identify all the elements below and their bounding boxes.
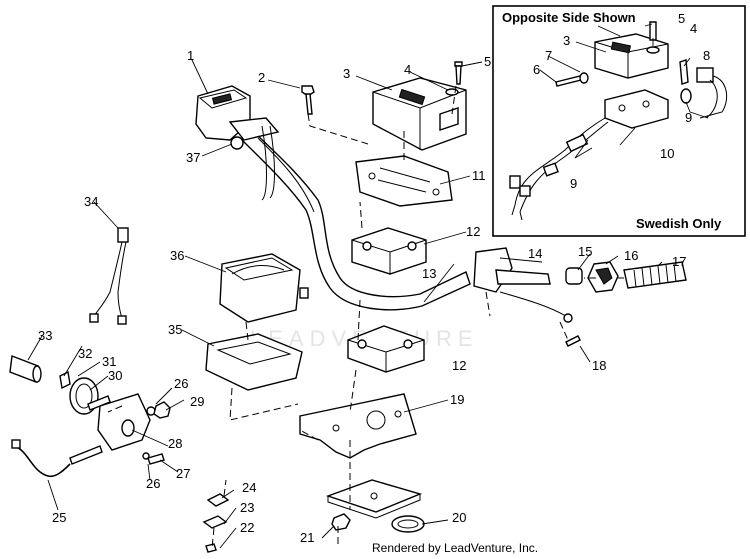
callout-26-lower: 26 <box>146 476 160 491</box>
inset-callout-3: 3 <box>563 33 570 48</box>
callout-16: 16 <box>624 248 638 263</box>
inset-wiring <box>509 117 609 221</box>
callout-17: 17 <box>672 254 686 269</box>
callout-32: 32 <box>78 346 92 361</box>
callout-15: 15 <box>578 244 592 259</box>
hose-clamp <box>391 515 425 533</box>
callout-37: 37 <box>186 150 200 165</box>
master-cylinder <box>195 85 280 201</box>
cover-screw <box>454 61 463 85</box>
inset-footer: Swedish Only <box>636 216 722 231</box>
inset-callout-5: 5 <box>678 11 685 26</box>
inset-callout-4: 4 <box>690 21 697 36</box>
mount-bracket <box>299 393 417 459</box>
indicator-harness <box>89 227 129 325</box>
callout-13: 13 <box>422 266 436 281</box>
throttle-control <box>473 247 573 323</box>
callout-31: 31 <box>102 354 116 369</box>
spacer-washer <box>202 515 228 529</box>
speedometer-cup <box>205 333 303 391</box>
handlebar-grip <box>623 261 687 289</box>
handlebar-cover <box>372 77 467 151</box>
callout-27: 27 <box>176 466 190 481</box>
callout-26-upper: 26 <box>174 376 188 391</box>
callout-4: 4 <box>404 62 411 77</box>
callout-11: 11 <box>472 168 486 183</box>
callout-30: 30 <box>108 368 122 383</box>
small-bolt <box>205 543 217 553</box>
render-credit: Rendered by LeadVenture, Inc. <box>372 541 539 555</box>
lamp-body <box>9 355 42 383</box>
callout-28: 28 <box>168 436 182 451</box>
callout-22: 22 <box>240 520 254 535</box>
lower-clamp <box>347 325 425 373</box>
speedometer <box>219 253 309 323</box>
callout-14: 14 <box>528 246 542 261</box>
cable-end <box>11 439 21 449</box>
callout-12-upper: 12 <box>466 224 480 239</box>
inset-callout-8: 8 <box>703 48 710 63</box>
inset-screw-2 <box>679 59 689 85</box>
inset-washer-small <box>579 72 589 84</box>
callout-2: 2 <box>258 70 265 85</box>
inset-bolt <box>649 21 657 41</box>
upper-clamp <box>351 227 427 275</box>
callout-20: 20 <box>452 510 466 525</box>
inset-callout-6: 6 <box>533 62 540 77</box>
callout-23: 23 <box>240 500 254 515</box>
grip-housing <box>587 261 619 293</box>
speedo-bracket <box>69 393 151 465</box>
speedo-cable <box>13 445 71 478</box>
callout-5: 5 <box>484 54 491 69</box>
inset-callout-9-left: 9 <box>570 176 577 191</box>
callout-19: 19 <box>450 392 464 407</box>
inset-washer <box>646 46 660 54</box>
inset-handlebar-cover <box>594 33 669 79</box>
callout-25: 25 <box>52 510 66 525</box>
callout-33: 33 <box>38 328 52 343</box>
callout-35: 35 <box>168 322 182 337</box>
bracket-nut <box>153 401 171 419</box>
base-plate <box>325 479 423 519</box>
callout-1: 1 <box>187 48 194 63</box>
callout-18: 18 <box>592 358 606 373</box>
cover-plate <box>355 155 453 207</box>
lower-screw <box>147 453 165 465</box>
callout-24: 24 <box>242 480 256 495</box>
callout-36: 36 <box>170 248 184 263</box>
callout-21: 21 <box>300 530 314 545</box>
inset-switch <box>680 67 728 119</box>
lamp-screw <box>87 395 111 411</box>
inset-callout-10: 10 <box>660 146 674 161</box>
mount-nut <box>331 513 351 531</box>
inset-panel: Opposite Side Shown Swedish Only <box>492 5 746 237</box>
inset-callout-9-right: 9 <box>685 110 692 125</box>
callout-34: 34 <box>84 194 98 209</box>
cover-bolt <box>301 85 315 115</box>
grip-spacer <box>565 267 583 285</box>
callout-12-lower: 12 <box>452 358 466 373</box>
grip-screw <box>565 335 581 347</box>
callout-3: 3 <box>343 66 350 81</box>
inset-title: Opposite Side Shown <box>502 10 636 25</box>
callout-29: 29 <box>190 394 204 409</box>
inset-callout-7: 7 <box>545 48 552 63</box>
